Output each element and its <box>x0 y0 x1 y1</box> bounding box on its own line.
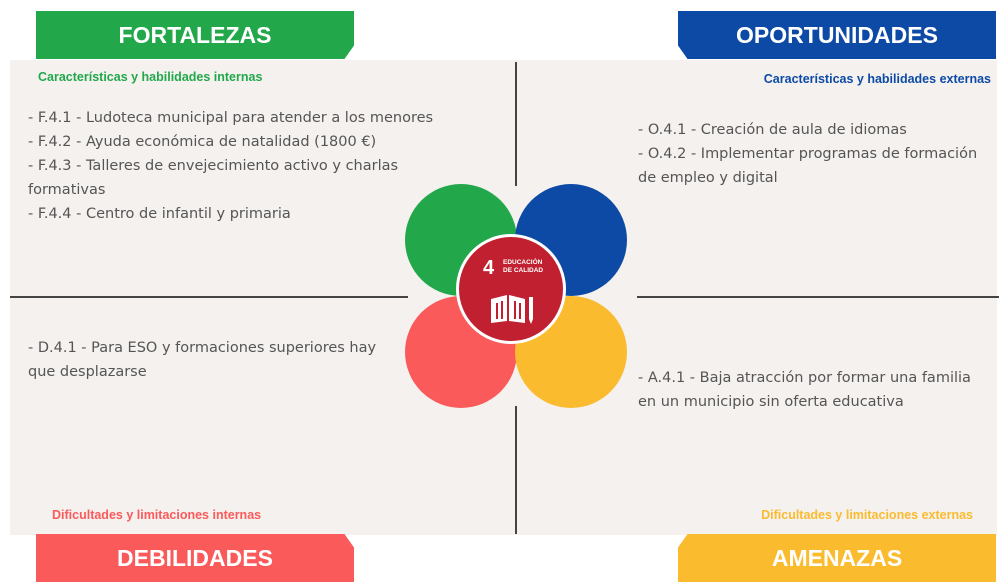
list-item: - F.4.1 - Ludoteca municipal para atende… <box>28 110 434 126</box>
list-item: - F.4.2 - Ayuda económica de natalidad (… <box>28 134 377 150</box>
fortalezas-subtitle: Características y habilidades internas <box>38 70 263 84</box>
list-item: - O.4.2 - Implementar programas de forma… <box>638 146 978 186</box>
amenazas-list: - A.4.1 - Baja atracción por formar una … <box>638 366 978 414</box>
debilidades-banner: DEBILIDADES <box>36 534 354 582</box>
amenazas-subtitle: Dificultades y limitaciones externas <box>761 508 973 522</box>
divider-top-vertical <box>515 62 517 186</box>
sdg-number: 4 <box>483 257 495 279</box>
divider-bottom-vertical <box>515 406 517 534</box>
debilidades-list: - D.4.1 - Para ESO y formaciones superio… <box>28 336 388 384</box>
list-item: - F.4.4 - Centro de infantil y primaria <box>28 206 291 222</box>
list-item: - O.4.1 - Creación de aula de idiomas <box>638 122 907 138</box>
debilidades-title: DEBILIDADES <box>117 544 273 571</box>
sdg-label: EDUCACIÓN DE CALIDAD <box>503 259 553 275</box>
list-item: - F.4.3 - Talleres de envejecimiento act… <box>28 158 399 198</box>
amenazas-banner: AMENAZAS <box>678 534 996 582</box>
sdg-label-line2: DE CALIDAD <box>503 267 544 274</box>
divider-left-horizontal <box>10 296 408 298</box>
fortalezas-list: - F.4.1 - Ludoteca municipal para atende… <box>28 106 438 226</box>
amenazas-title: AMENAZAS <box>771 544 903 571</box>
oportunidades-banner: OPORTUNIDADES <box>678 11 996 59</box>
sdg-4-badge: 4 EDUCACIÓN DE CALIDAD <box>456 234 566 344</box>
list-item: - D.4.1 - Para ESO y formaciones superio… <box>28 340 377 380</box>
list-item: - A.4.1 - Baja atracción por formar una … <box>638 370 971 410</box>
fortalezas-banner: FORTALEZAS <box>36 11 354 59</box>
sdg-label-line1: EDUCACIÓN <box>503 259 543 266</box>
debilidades-subtitle: Dificultades y limitaciones internas <box>52 508 262 522</box>
oportunidades-list: - O.4.1 - Creación de aula de idiomas - … <box>638 118 988 190</box>
oportunidades-subtitle: Características y habilidades externas <box>763 72 991 86</box>
book-pencil-icon <box>491 295 533 324</box>
fortalezas-title: FORTALEZAS <box>118 21 272 48</box>
divider-right-horizontal <box>637 296 999 298</box>
oportunidades-title: OPORTUNIDADES <box>736 21 938 48</box>
